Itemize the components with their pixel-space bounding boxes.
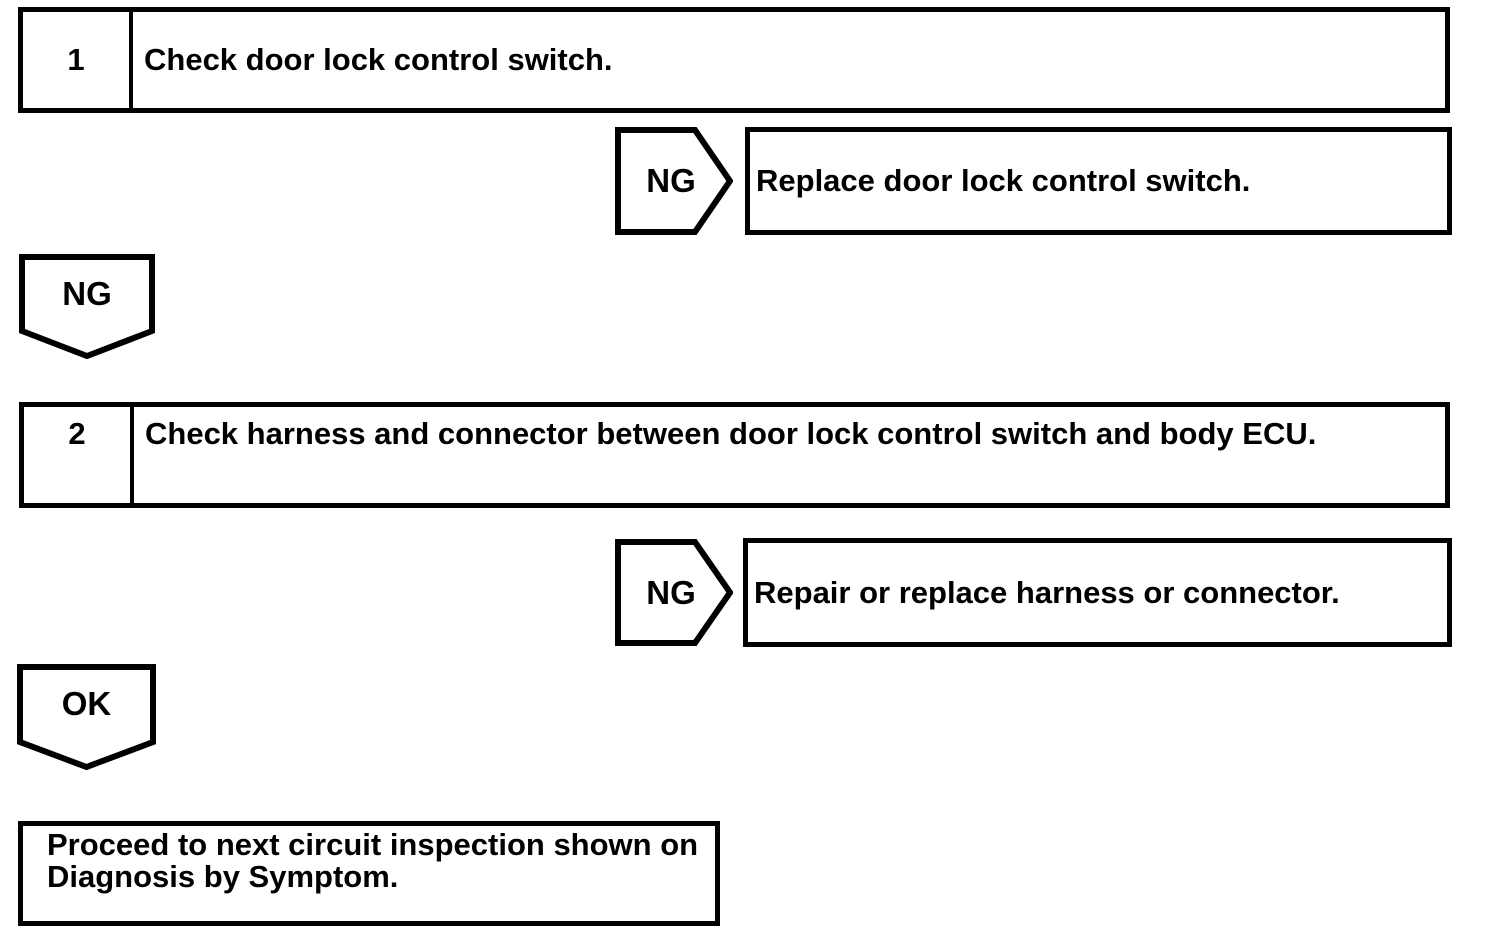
step-2-down-connector: OK [17, 664, 156, 770]
step-2-ng-action-box: Repair or replace harness or connector. [743, 538, 1452, 647]
step-2-box: 2 Check harness and connector between do… [19, 402, 1450, 508]
step-2-down-label: OK [61, 684, 112, 722]
step-2-ng-arrow: NG [615, 539, 733, 646]
end-box: Proceed to next circuit inspection shown… [18, 821, 720, 926]
step-2-ng-label: NG [646, 573, 696, 611]
step-1-ng-label: NG [646, 162, 696, 199]
step-2-ng-action-text: Repair or replace harness or connector. [754, 574, 1340, 610]
end-box-line2: Diagnosis by Symptom. [47, 859, 399, 894]
step-1-ng-action-box: Replace door lock control switch. [745, 127, 1452, 235]
step-1-ng-action-text: Replace door lock control switch. [756, 163, 1251, 198]
pentagon-down-icon [19, 254, 155, 359]
step-1-down-connector: NG [19, 254, 155, 359]
step-1-box: 1 Check door lock control switch. [18, 7, 1450, 113]
end-box-line1: Proceed to next circuit inspection shown… [47, 827, 699, 862]
step-1-down-label: NG [62, 274, 112, 312]
step-2-instruction: Check harness and connector between door… [145, 416, 1317, 451]
step-1-instruction: Check door lock control switch. [144, 42, 613, 77]
pentagon-right-icon [615, 539, 733, 646]
step-1-number: 1 [23, 12, 133, 108]
step-2-number: 2 [24, 407, 134, 503]
pentagon-right-icon [615, 127, 733, 235]
step-1-ng-arrow: NG [615, 127, 733, 235]
pentagon-down-icon [17, 664, 156, 770]
